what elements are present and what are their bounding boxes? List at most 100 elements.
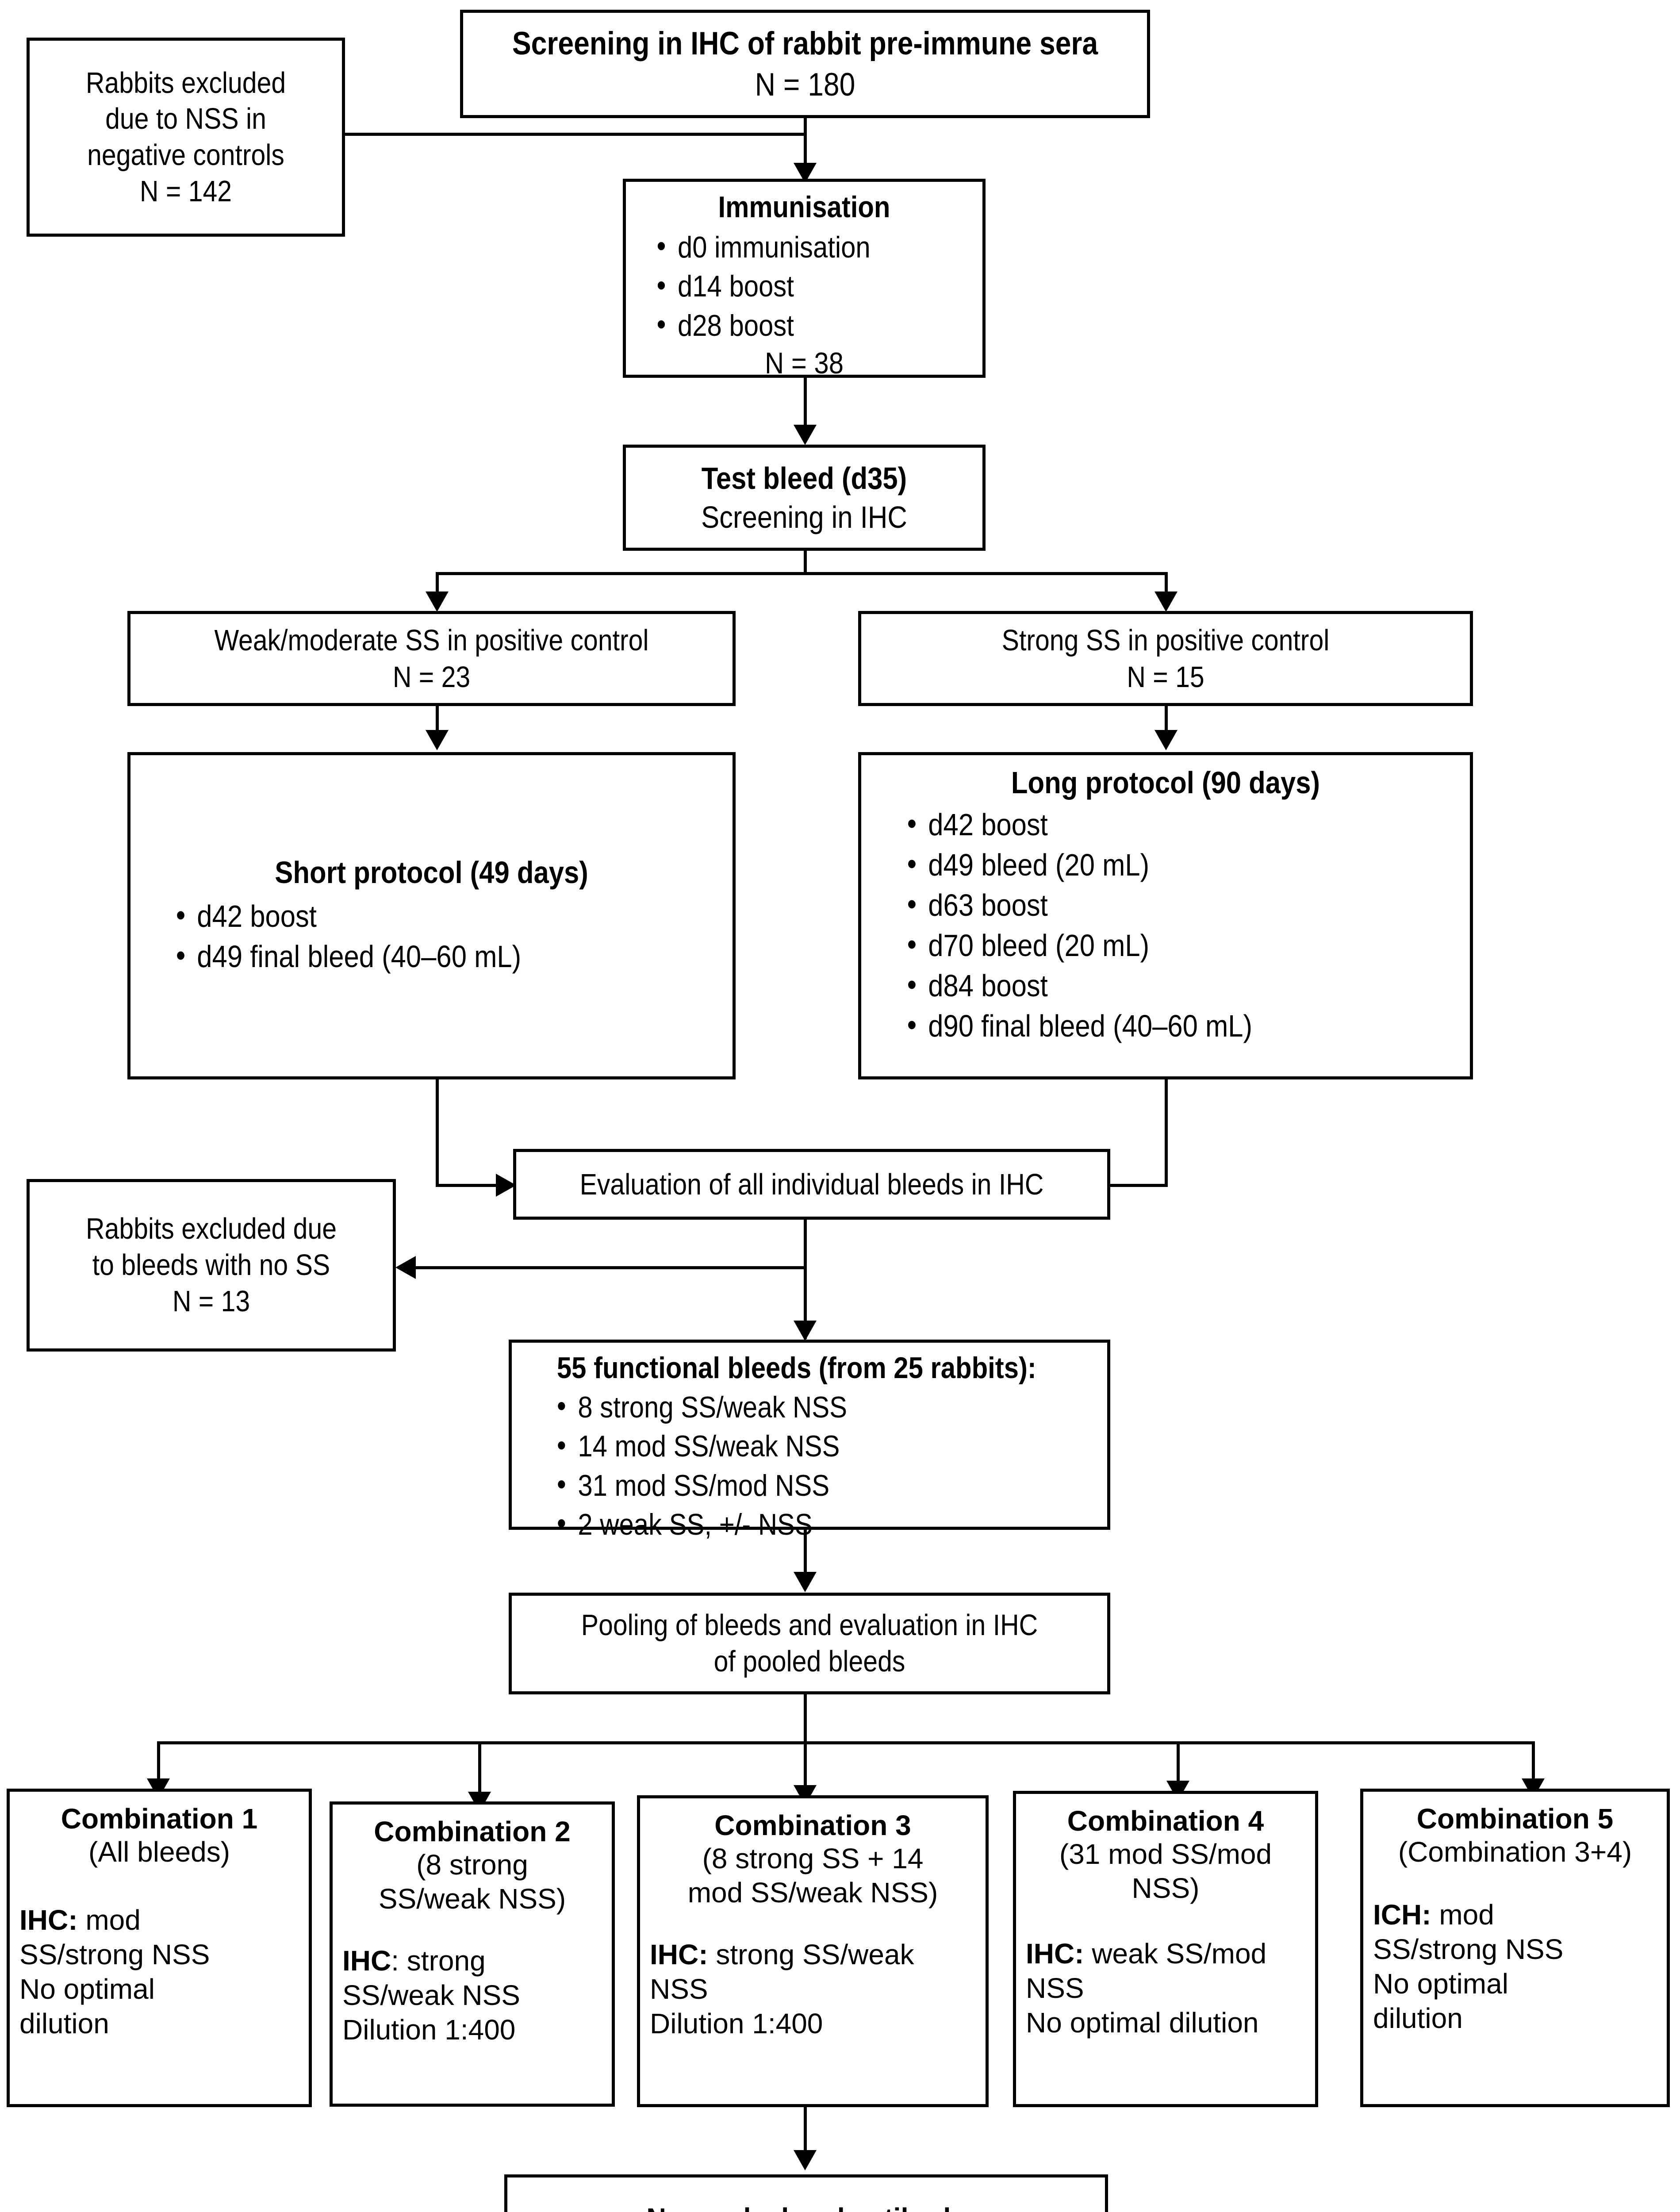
connector-short-to-eval-h [436,1184,498,1187]
combination-5-detail: dilution [1373,2002,1463,2035]
connector-eval-to-excluded [416,1266,805,1269]
long-protocol-bullet: d90 final bleed (40–60 mL) [898,1005,1434,1046]
combination-2-subtitle: (8 strong SS/weak NSS) [378,1849,566,1915]
short-protocol-bullet: d42 boost [167,895,697,937]
combination-5-result-label: ICH: [1373,1898,1431,1931]
node-strong: Strong SS in positive control N = 15 [858,611,1473,706]
arrow-to-strong [1155,591,1178,612]
combination-5-result: ICH: mod SS/strong NSS No optimal diluti… [1373,1897,1657,2035]
arrow-eval-to-functional [794,1321,817,1341]
arrow-to-long-protocol [1155,730,1178,750]
long-protocol-bullet: d49 bleed (20 mL) [898,844,1434,885]
connector-comb4-drop [1177,1741,1180,1790]
long-protocol-bullets: d42 boost d49 bleed (20 mL) d63 boost d7… [898,803,1434,1046]
functional-bleeds-title: 55 functional bleeds (from 25 rabbits): [556,1351,1036,1385]
long-protocol-title: Long protocol (90 days) [1011,765,1320,800]
combination-4-result-text: weak SS/mod [1084,1937,1267,1970]
node-screening-count: N = 180 [755,66,855,103]
connector-comb3-to-final [804,2107,807,2158]
short-protocol-title: Short protocol (49 days) [275,855,588,890]
connector-immunisation-down [804,378,807,431]
connector-short-to-eval-v [436,1079,439,1187]
connector-comb1-drop [157,1741,160,1788]
connector-functional-down [804,1530,807,1578]
node-screening: Screening in IHC of rabbit pre-immune se… [460,10,1150,118]
node-final-antibody: New polyclonal antibody Combination 3 [504,2174,1108,2212]
excluded-nss-line3: negative controls [87,138,284,172]
combination-1-detail: dilution [19,2008,109,2040]
combination-3-detail: NSS [650,1973,708,2005]
combination-2-title: Combination 2 [374,1816,571,1847]
arrow-functional-to-pooling [794,1572,817,1592]
combination-5-subtitle: (Combination 3+4) [1398,1836,1632,1868]
combination-5-result-text: mod [1431,1898,1494,1931]
connector-comb3-drop [804,1741,807,1794]
weak-moderate-count: N = 23 [392,660,471,694]
short-protocol-bullets: d42 boost d49 final bleed (40–60 mL) [167,895,697,977]
combination-2-detail: SS/weak NSS [342,1979,520,2011]
evaluation-title: Evaluation of all individual bleeds in I… [579,1167,1044,1201]
excluded-no-ss-count: N = 13 [172,1284,250,1318]
node-combination-3: Combination 3 (8 strong SS + 14 mod SS/w… [637,1795,989,2107]
node-evaluation: Evaluation of all individual bleeds in I… [513,1149,1110,1220]
combination-1-subtitle: (All bleeds) [88,1836,230,1868]
final-antibody-title: New polyclonal antibody [543,2201,1069,2212]
immunisation-bullet: d28 boost [647,305,961,345]
node-short-protocol: Short protocol (49 days) d42 boost d49 f… [127,752,736,1079]
combination-4-detail: No optimal dilution [1026,2006,1259,2039]
node-long-protocol: Long protocol (90 days) d42 boost d49 bl… [858,752,1473,1079]
immunisation-count: N = 38 [765,346,844,380]
node-functional-bleeds: 55 functional bleeds (from 25 rabbits): … [509,1340,1110,1543]
combination-4-detail: NSS [1026,1972,1084,2004]
excluded-no-ss-line1: Rabbits excluded due [85,1212,337,1246]
node-combination-5: Combination 5 (Combination 3+4) ICH: mod… [1360,1789,1670,2107]
arrow-to-excluded-no-ss [395,1256,416,1279]
short-protocol-bullet: d49 final bleed (40–60 mL) [167,935,697,977]
connector-branch-right [1165,572,1168,599]
immunisation-title: Immunisation [718,190,890,224]
connector-long-to-eval-h [1106,1184,1168,1187]
excluded-no-ss-line2: to bleeds with no SS [92,1248,330,1282]
connector-screening-down [804,118,807,177]
combination-3-detail: Dilution 1:400 [650,2007,823,2039]
connector-comb5-drop [1532,1741,1535,1788]
combination-1-result-text: mod [77,1904,141,1936]
connector-weakmod-down [436,706,439,735]
node-test-bleed: Test bleed (d35) Screening in IHC [623,445,986,551]
immunisation-bullet: d0 immunisation [647,227,961,267]
immunisation-bullets: d0 immunisation d14 boost d28 boost [647,227,961,345]
arrow-to-final-antibody [794,2150,817,2170]
connector-long-to-eval-v [1165,1079,1168,1187]
excluded-nss-line2: due to NSS in [105,102,266,136]
weak-moderate-title: Weak/moderate SS in positive control [214,623,649,657]
arrow-to-short-protocol [426,730,449,750]
combination-5-title: Combination 5 [1416,1803,1614,1835]
node-excluded-nss: Rabbits excluded due to NSS in negative … [27,38,345,237]
node-weak-moderate: Weak/moderate SS in positive control N =… [127,611,736,706]
combination-2-result: IHC: strong SS/weak NSS Dilution 1:400 [342,1943,602,2047]
functional-bleeds-bullets: 8 strong SS/weak NSS 14 mod SS/weak NSS … [548,1386,1071,1544]
combination-3-result-text: strong SS/weak [708,1938,914,1970]
arrow-immunisation-to-testbleed [794,425,817,445]
combination-2-result-label: IHC [342,1944,391,1977]
functional-bleeds-bullet: 31 mod SS/mod NSS [548,1465,1071,1505]
test-bleed-subtitle: Screening in IHC [701,500,907,534]
pooling-line2: of pooled bleeds [713,1645,905,1678]
combination-4-title: Combination 4 [1067,1805,1264,1837]
long-protocol-bullet: d70 bleed (20 mL) [898,924,1434,966]
pooling-line1: Pooling of bleeds and evaluation in IHC [581,1609,1038,1642]
combination-2-detail: Dilution 1:400 [342,2013,516,2046]
long-protocol-bullet: d42 boost [898,803,1434,845]
combination-5-detail: SS/strong NSS [1373,1933,1564,1965]
combination-4-result: IHC: weak SS/mod NSS No optimal dilution [1026,1936,1305,2040]
strong-count: N = 15 [1127,660,1204,694]
combination-3-subtitle: (8 strong SS + 14 mod SS/weak NSS) [687,1843,938,1909]
arrow-short-into-eval [496,1174,516,1197]
connector-branch-split [436,572,1168,575]
combination-1-title: Combination 1 [61,1803,258,1835]
combination-4-subtitle: (31 mod SS/mod NSS) [1059,1838,1272,1904]
excluded-nss-line1: Rabbits excluded [85,66,286,100]
immunisation-bullet: d14 boost [647,266,961,306]
connector-pooling-down [804,1694,807,1743]
